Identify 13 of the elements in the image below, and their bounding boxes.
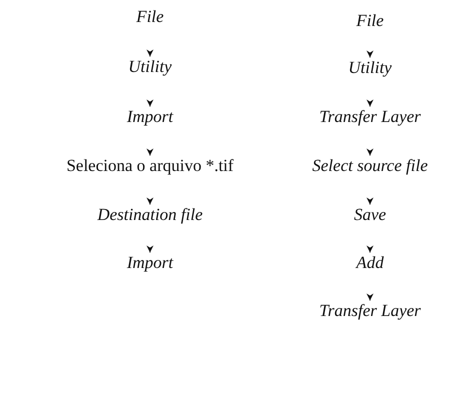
step-label: Seleciona o arquivo *.tif: [64, 156, 236, 176]
step-label: Save: [352, 205, 388, 225]
step-label: Select source file: [310, 156, 430, 176]
step-label: Transfer Layer: [317, 301, 423, 321]
step-label: Transfer Layer: [317, 107, 423, 127]
step-label: File: [354, 11, 386, 31]
step-label: Utility: [126, 57, 174, 77]
step-label: Import: [124, 107, 176, 127]
step-label: Destination file: [95, 205, 205, 225]
step-label: Import: [124, 253, 176, 273]
step-label: File: [134, 7, 166, 27]
step-label: Add: [354, 253, 386, 273]
step-label: Utility: [346, 58, 394, 78]
